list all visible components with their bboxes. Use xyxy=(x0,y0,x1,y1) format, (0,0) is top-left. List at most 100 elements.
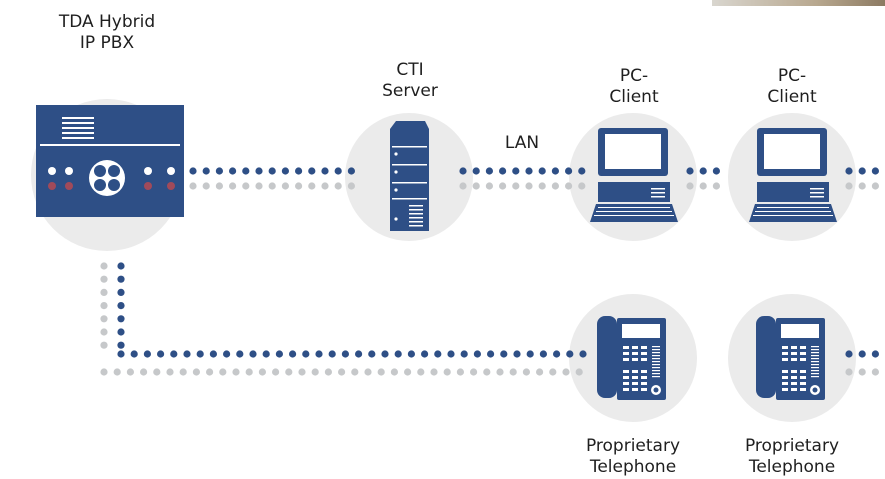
connection-dot xyxy=(496,368,504,376)
pbx-label-line2: IP PBX xyxy=(79,33,135,53)
connection-dot xyxy=(117,288,125,296)
connection-dot xyxy=(232,368,240,376)
connection-dot xyxy=(483,368,491,376)
connection-dot xyxy=(434,350,442,358)
connection-dot xyxy=(308,167,316,175)
connection-dot xyxy=(215,182,223,190)
connection-dot xyxy=(858,368,866,376)
connection-dot xyxy=(845,350,853,358)
connection-dot xyxy=(347,167,355,175)
connection-dot xyxy=(117,341,125,349)
connection-dot xyxy=(275,350,283,358)
connection-dot xyxy=(202,167,210,175)
connection-dot xyxy=(470,368,478,376)
connection-dot xyxy=(117,275,125,283)
connection-dot xyxy=(512,167,520,175)
desktop-computer-icon xyxy=(590,128,678,222)
connection-dot xyxy=(302,350,310,358)
connection-dot xyxy=(500,350,508,358)
pc2-label-line2: Client xyxy=(767,87,817,107)
connection-dot xyxy=(117,262,125,270)
connection-dot xyxy=(553,350,561,358)
connection-dot xyxy=(298,368,306,376)
connection-dot xyxy=(166,368,174,376)
connection-dot xyxy=(196,350,204,358)
tel1-label: Proprietary Telephone xyxy=(573,436,693,478)
connection-dot xyxy=(499,167,507,175)
tel2-label-line2: Telephone xyxy=(748,457,836,477)
connection-dot xyxy=(539,350,548,358)
connection-dot xyxy=(712,182,721,190)
connection-dot xyxy=(565,167,573,175)
connection-dot xyxy=(295,167,303,175)
connection-dot xyxy=(100,275,108,283)
connection-dot xyxy=(157,350,165,358)
connection-dots xyxy=(100,167,880,376)
connection-dot xyxy=(236,350,244,358)
connection-dot xyxy=(487,350,495,358)
connection-dot xyxy=(140,368,148,376)
connection-dot xyxy=(321,182,329,190)
connection-dot xyxy=(538,182,546,190)
connection-dot xyxy=(202,182,210,190)
connection-dot xyxy=(100,341,108,349)
connection-dot xyxy=(562,368,570,376)
connection-dot xyxy=(459,167,467,175)
connection-dot xyxy=(485,167,493,175)
connection-dot xyxy=(485,182,493,190)
connection-dot xyxy=(272,368,280,376)
connection-dot xyxy=(258,368,266,376)
connection-dot xyxy=(390,368,398,376)
connection-dot xyxy=(472,167,480,175)
connection-dot xyxy=(289,350,297,358)
connection-dot xyxy=(295,182,303,190)
connection-dot xyxy=(686,182,694,190)
connection-dot xyxy=(249,350,257,358)
connection-dot xyxy=(117,302,125,310)
connection-dot xyxy=(268,182,276,190)
connection-dot xyxy=(686,167,694,175)
connection-dot xyxy=(153,368,161,376)
connection-dot xyxy=(526,350,534,358)
connection-dot xyxy=(170,350,178,358)
connection-dot xyxy=(407,350,415,358)
connection-dot xyxy=(699,167,707,175)
pbx-label: TDA Hybrid IP PBX xyxy=(32,12,182,54)
connection-dot xyxy=(566,350,574,358)
connection-dot xyxy=(381,350,389,358)
connection-dot xyxy=(871,350,880,358)
connection-dot xyxy=(100,302,108,310)
connection-dot xyxy=(578,167,586,175)
connection-dot xyxy=(100,288,108,296)
connection-dot xyxy=(871,182,880,190)
pbx-label-line1: TDA Hybrid xyxy=(58,12,156,32)
desk-phone-icon xyxy=(597,316,666,400)
connection-dot xyxy=(845,167,853,175)
connection-dot xyxy=(189,167,197,175)
connection-dot xyxy=(472,182,480,190)
pc2-label-line1: PC- xyxy=(777,66,807,86)
connection-dot xyxy=(268,167,276,175)
connection-dot xyxy=(858,182,866,190)
connection-dot xyxy=(117,315,125,323)
connection-dot xyxy=(255,182,263,190)
connection-dot xyxy=(117,328,125,336)
connection-dot xyxy=(117,350,125,358)
connection-dot xyxy=(377,368,385,376)
connection-dot xyxy=(858,167,866,175)
connection-dot xyxy=(858,350,866,358)
connection-dot xyxy=(126,368,134,376)
connection-dot xyxy=(355,350,363,358)
connection-dot xyxy=(522,368,531,376)
cti-label-line1: CTI xyxy=(396,60,424,80)
connection-dot xyxy=(100,328,108,336)
connection-dot xyxy=(100,368,108,376)
connection-dot xyxy=(499,182,507,190)
connection-dot xyxy=(473,350,481,358)
connection-dot xyxy=(549,368,557,376)
connection-dot xyxy=(347,182,355,190)
connection-dot xyxy=(443,368,451,376)
tel2-label-line1: Proprietary xyxy=(744,436,840,456)
connection-dot xyxy=(308,182,316,190)
connection-dot xyxy=(189,182,197,190)
